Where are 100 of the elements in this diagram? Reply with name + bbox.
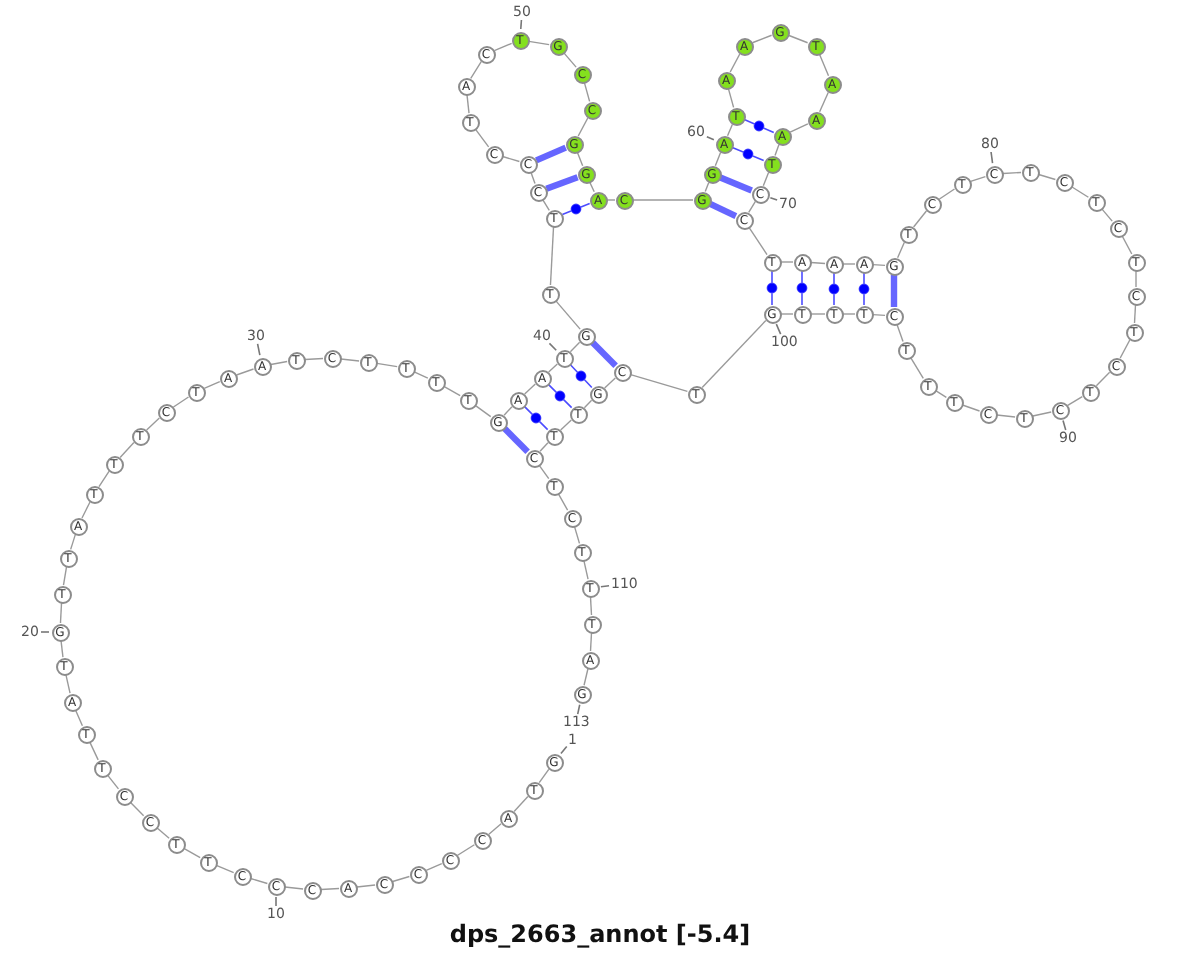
thick-pair-line (590, 340, 618, 368)
thick-pair-line (534, 144, 568, 164)
backbone-line (81, 501, 91, 519)
backbone-line (583, 560, 589, 580)
backbone-line (340, 358, 360, 362)
backbone-line (70, 533, 76, 551)
backbone-line (466, 94, 470, 114)
backbone-line (376, 362, 398, 368)
backbone-line (456, 844, 476, 856)
backbone-line (547, 363, 559, 373)
backbone-line (583, 399, 593, 409)
backbone-line (304, 357, 324, 361)
backbone-line (842, 263, 856, 265)
backbone-line (65, 674, 71, 694)
backbone-line (129, 801, 145, 817)
backbone-line (810, 313, 826, 315)
backbone-line (896, 241, 906, 259)
backbone-line (145, 417, 161, 431)
backbone-line (555, 300, 581, 330)
backbone-line (872, 263, 886, 267)
backbone-line (528, 40, 550, 46)
backbone-line (538, 768, 550, 784)
backbone-line (563, 52, 577, 68)
thick-pair-line (719, 174, 753, 194)
backbone-line (249, 877, 269, 885)
backbone-line (557, 493, 569, 511)
backbone-line (270, 360, 288, 366)
backbone-line (89, 741, 99, 761)
backbone-line (603, 377, 617, 389)
backbone-line (577, 117, 589, 137)
backbone-line (938, 188, 956, 200)
backbone-line (961, 404, 981, 412)
backbone-line (842, 313, 856, 315)
backbone-line (912, 210, 928, 228)
backbone-line (729, 53, 741, 73)
backbone-line (701, 319, 767, 389)
backbone-line (748, 226, 768, 256)
backbone-line (156, 827, 170, 839)
base-pair-line (828, 272, 840, 306)
thick-pair-line (545, 174, 579, 192)
backbone-line (119, 441, 135, 459)
backbone-line (203, 380, 221, 390)
backbone-line (470, 60, 482, 80)
base-pair-line (743, 118, 775, 134)
backbone-line (762, 171, 770, 187)
backbone-line (1133, 304, 1137, 324)
backbone-line (474, 128, 490, 148)
thick-pair-line (502, 426, 530, 454)
backbone-line (425, 862, 443, 872)
backbone-line (474, 404, 492, 418)
backbone-line (751, 34, 773, 44)
backbone-line (62, 566, 68, 586)
backbone-line (1037, 173, 1057, 181)
diagram-title: dps_2663_annot [-5.4] (449, 920, 751, 950)
backbone-line (1067, 395, 1083, 407)
backbone-line (789, 123, 809, 133)
backbone-line (559, 419, 573, 431)
backbone-line (523, 383, 537, 395)
backbone-line (748, 200, 756, 214)
backbone-line (910, 357, 924, 379)
backbone-line (215, 864, 235, 874)
base-pair-line (561, 202, 591, 216)
backbone-line (583, 668, 589, 686)
backbone-line (1070, 186, 1090, 198)
backbone-line (320, 887, 340, 891)
backbone-line (589, 632, 593, 652)
thick-pair-line (708, 200, 738, 220)
backbone-line (539, 441, 549, 453)
backbone-line (704, 181, 710, 193)
backbone-line (818, 91, 830, 113)
backbone-line (1135, 270, 1137, 288)
backbone-line (576, 151, 584, 167)
backbone-line (172, 396, 190, 408)
backbone-line (996, 414, 1016, 418)
backbone-line (284, 886, 304, 890)
backbone-line (727, 88, 735, 108)
backbone-line (1121, 235, 1133, 255)
backbone-line (1095, 371, 1111, 387)
backbone-line (493, 42, 513, 52)
backbone-line (872, 313, 886, 317)
backbone-line (726, 123, 734, 137)
backbone-line (391, 875, 411, 883)
backbone-line (573, 525, 581, 545)
backbone-line (1032, 411, 1052, 417)
backbone-line (1002, 171, 1022, 175)
backbone-line (501, 155, 521, 163)
base-pair-line (523, 405, 549, 431)
backbone-line (780, 261, 794, 263)
backbone-line (714, 151, 722, 167)
backbone-line (969, 176, 987, 182)
backbone-line (787, 34, 809, 44)
backbone-line (183, 847, 201, 859)
backbone-line (780, 313, 794, 315)
backbone-line (606, 199, 616, 201)
backbone-line (59, 602, 63, 624)
backbone-line (356, 884, 376, 888)
backbone-line (774, 143, 780, 157)
backbone-line (549, 226, 555, 286)
base-pair-line (731, 146, 765, 162)
backbone-line (443, 385, 461, 397)
